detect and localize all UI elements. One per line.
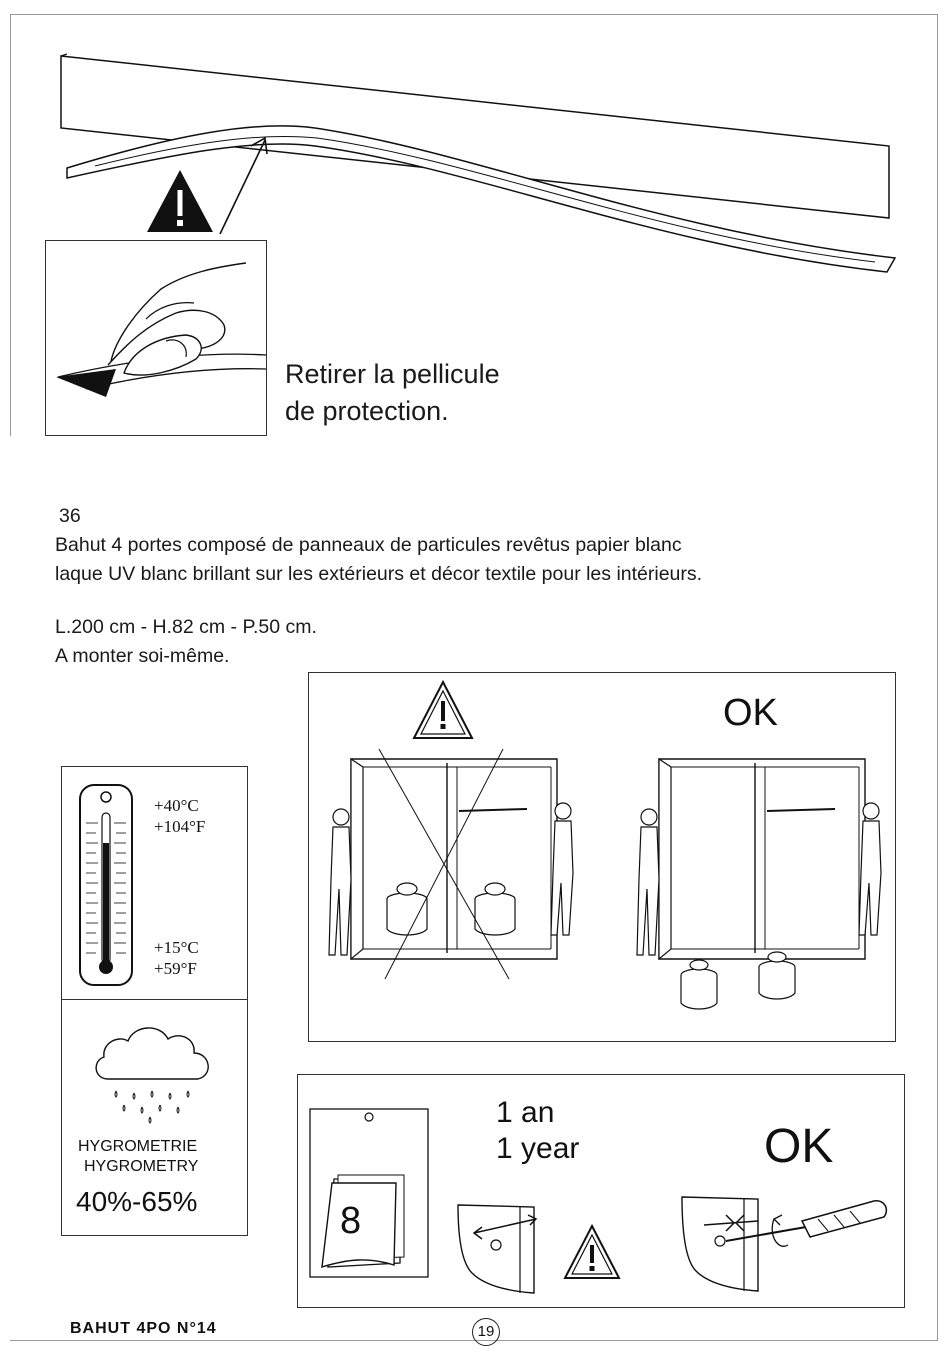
peel-instruction-line2: de protection. bbox=[285, 396, 449, 426]
temperature-max: +40°C +104°F bbox=[154, 795, 205, 837]
hygrometry-section: HYGROMETRIE HYGROMETRY 40%-65% bbox=[62, 1001, 247, 1235]
warning-triangle-icon bbox=[412, 679, 474, 739]
peel-instruction: Retirer la pellicule de protection. bbox=[285, 356, 500, 430]
frame-right-top bbox=[937, 14, 938, 436]
product-number: 36 bbox=[59, 505, 81, 527]
temperature-max-c: +40°C bbox=[154, 796, 199, 815]
hinge-icon bbox=[457, 1204, 538, 1294]
peel-detail-inset bbox=[45, 240, 267, 436]
screwdriver-icon bbox=[681, 1196, 888, 1292]
maintenance-panel: 8 1 an 1 year OK bbox=[297, 1074, 905, 1308]
lifting-ok-label: OK bbox=[723, 692, 778, 734]
calendar-day: 8 bbox=[340, 1200, 362, 1242]
peel-instruction-line1: Retirer la pellicule bbox=[285, 359, 500, 389]
weight-icon bbox=[758, 951, 796, 1000]
hygrometry-labels: HYGROMETRIE HYGROMETRY bbox=[78, 1137, 198, 1177]
panel-film-illustration bbox=[60, 53, 897, 273]
warning-triangle-icon bbox=[563, 1223, 621, 1279]
temperature-section: +40°C +104°F +15°C +59°F bbox=[62, 767, 247, 1000]
maintenance-ok-label: OK bbox=[764, 1120, 834, 1173]
rain-cloud-icon bbox=[95, 1027, 209, 1124]
product-assembly: A monter soi-même. bbox=[55, 645, 230, 667]
page-number: 19 bbox=[472, 1318, 500, 1346]
temperature-min: +15°C +59°F bbox=[154, 937, 199, 979]
thermometer-icon bbox=[79, 784, 133, 986]
maintenance-period: 1 an 1 year bbox=[496, 1095, 579, 1167]
hygrometry-range: 40%-65% bbox=[76, 1186, 198, 1217]
page-number-text: 19 bbox=[477, 1323, 495, 1340]
warning-triangle-icon bbox=[147, 170, 213, 232]
frame-left-top bbox=[10, 14, 11, 436]
hygrometry-label-en: HYGROMETRY bbox=[84, 1158, 199, 1175]
frame-top bbox=[10, 14, 938, 15]
temperature-max-f: +104°F bbox=[154, 817, 206, 836]
cabinet-wrong-illustration bbox=[328, 749, 574, 979]
footer-title: BAHUT 4PO N°14 bbox=[70, 1320, 217, 1337]
maintenance-period-en: 1 year bbox=[496, 1132, 580, 1165]
hygrometry-label-fr: HYGROMETRIE bbox=[78, 1138, 198, 1155]
temperature-min-c: +15°C bbox=[154, 938, 199, 957]
frame-right-bottom bbox=[937, 436, 938, 1341]
product-description-line1: Bahut 4 portes composé de panneaux de pa… bbox=[55, 534, 682, 556]
pointer-arrow-icon bbox=[219, 136, 268, 235]
calendar-icon bbox=[309, 1108, 429, 1278]
temperature-min-f: +59°F bbox=[154, 959, 197, 978]
maintenance-period-fr: 1 an bbox=[496, 1096, 555, 1129]
cabinet-correct-illustration bbox=[636, 757, 882, 1010]
product-dimensions: L.200 cm - H.82 cm - P.50 cm. bbox=[55, 616, 317, 638]
product-description-line2: laque UV blanc brillant sur les extérieu… bbox=[55, 563, 703, 585]
hand-peeling-illustration bbox=[56, 262, 266, 397]
lifting-instruction-panel: OK bbox=[308, 672, 896, 1042]
product-info: 36 Bahut 4 portes composé de panneaux de… bbox=[55, 502, 915, 671]
climate-panel: +40°C +104°F +15°C +59°F HYGROMETRIE HYG… bbox=[61, 766, 248, 1236]
weight-icon bbox=[680, 959, 718, 1010]
